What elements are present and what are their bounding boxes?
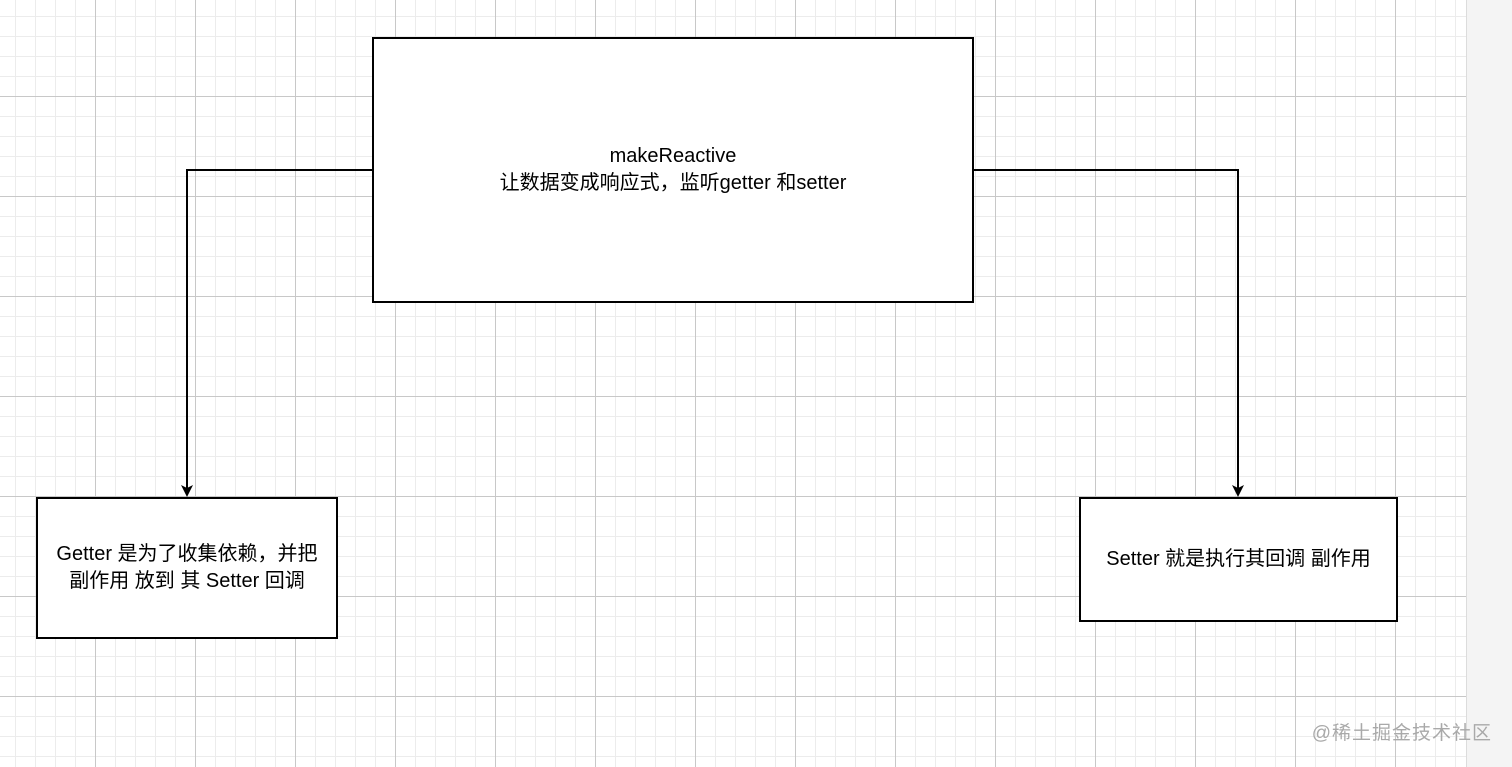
edge-main-to-setter (973, 169, 1244, 497)
node-getter-line-1: Getter 是为了收集依赖，并把 (56, 543, 318, 565)
edge-main-to-getter (181, 169, 372, 497)
watermark: @稀土掘金技术社区 (1311, 723, 1492, 744)
node-make-reactive-title: makeReactive (609, 145, 737, 167)
node-getter[interactable]: Getter 是为了收集依赖，并把 副作用 放到 其 Setter 回调 (36, 497, 338, 639)
node-getter-line-2: 副作用 放到 其 Setter 回调 (69, 570, 305, 592)
node-setter-line-1: Setter 就是执行其回调 副作用 (1106, 548, 1371, 570)
node-make-reactive-description: 让数据变成响应式，监听getter 和setter (499, 172, 847, 194)
node-setter[interactable]: Setter 就是执行其回调 副作用 (1079, 497, 1398, 622)
canvas-side-strip (1466, 0, 1512, 767)
node-make-reactive[interactable]: makeReactive 让数据变成响应式，监听getter 和setter (372, 37, 974, 303)
